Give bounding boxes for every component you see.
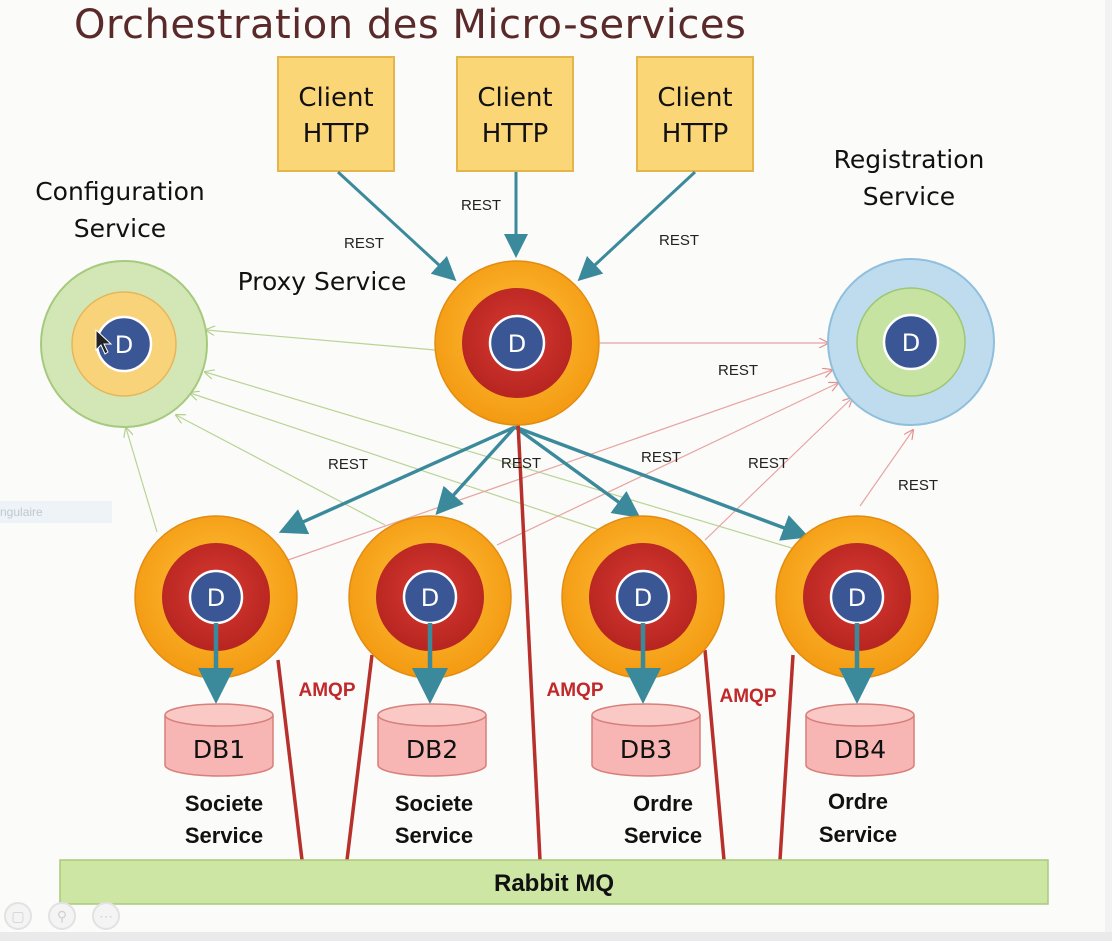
rabbit-mq-bus: Rabbit MQ	[59, 859, 1049, 905]
db-arrows	[198, 623, 875, 704]
proxy-to-services-arrows	[278, 425, 810, 541]
svg-text:D: D	[421, 584, 439, 612]
service-label-2: Societe Service	[395, 791, 473, 848]
configuration-service-node: D	[40, 260, 208, 428]
client-arrows	[336, 170, 697, 282]
svg-text:Rabbit MQ: Rabbit MQ	[494, 870, 614, 897]
svg-text:D: D	[207, 584, 225, 612]
svg-text:AMQP: AMQP	[547, 680, 604, 701]
svg-text:REST: REST	[748, 455, 788, 472]
amqp-labels: AMQP AMQP AMQP	[299, 680, 777, 707]
svg-text:D: D	[634, 584, 652, 612]
svg-text:REST: REST	[898, 477, 938, 494]
svg-text:DB4: DB4	[834, 735, 886, 764]
svg-text:REST: REST	[718, 362, 758, 379]
svg-text:REST: REST	[641, 449, 681, 466]
configuration-service-label: Configuration Service	[35, 177, 205, 243]
page-title: Orchestration des Micro-services	[74, 2, 747, 48]
background-window-fragment: ngulaire	[0, 501, 112, 523]
rest-labels: REST REST REST REST REST REST REST REST …	[328, 197, 938, 494]
more-control-icon[interactable]: ⋯	[92, 902, 120, 930]
svg-text:Ordre: Ordre	[633, 791, 693, 816]
svg-text:D: D	[508, 330, 526, 358]
client-http-3: Client HTTP	[636, 56, 754, 172]
svg-text:Service: Service	[819, 822, 897, 847]
svg-text:AMQP: AMQP	[720, 686, 777, 707]
config-links	[126, 330, 816, 556]
svg-text:HTTP: HTTP	[662, 119, 729, 149]
svg-text:D: D	[115, 331, 133, 359]
svg-text:Configuration: Configuration	[35, 177, 205, 206]
amqp-lines	[276, 422, 795, 861]
service-node-1: D	[134, 515, 298, 679]
svg-text:DB1: DB1	[193, 735, 245, 764]
svg-text:Ordre: Ordre	[828, 789, 888, 814]
zoom-control-icon[interactable]: ⚲	[48, 902, 76, 930]
service-label-4: Ordre Service	[819, 789, 897, 847]
svg-text:Client: Client	[477, 83, 552, 113]
svg-text:Societe: Societe	[185, 791, 263, 816]
service-node-4: D	[775, 515, 939, 679]
database-3: DB3	[591, 703, 701, 777]
proxy-service-node: D	[434, 260, 600, 426]
service-label-3: Ordre Service	[624, 791, 702, 848]
svg-text:Service: Service	[74, 214, 166, 243]
svg-text:AMQP: AMQP	[299, 680, 356, 701]
database-1: DB1	[164, 703, 274, 777]
svg-text:Service: Service	[624, 823, 702, 848]
proxy-service-label: Proxy Service	[238, 267, 407, 296]
client-http-1: Client HTTP	[277, 56, 395, 172]
svg-text:Registration: Registration	[834, 145, 985, 174]
svg-text:Service: Service	[863, 182, 955, 211]
svg-text:D: D	[902, 329, 920, 357]
svg-text:HTTP: HTTP	[303, 119, 370, 149]
svg-text:Client: Client	[657, 83, 732, 113]
svg-text:REST: REST	[328, 456, 368, 473]
svg-text:Service: Service	[185, 823, 263, 848]
svg-text:DB3: DB3	[620, 735, 672, 764]
client-http-2: Client HTTP	[456, 56, 574, 172]
database-2: DB2	[377, 703, 487, 777]
svg-text:HTTP: HTTP	[482, 119, 549, 149]
registry-links	[287, 343, 913, 561]
bottom-strip	[0, 932, 1112, 941]
player-control-icon[interactable]: ▢	[4, 902, 32, 930]
registration-service-node: D	[827, 258, 995, 426]
svg-text:Client: Client	[298, 83, 373, 113]
service-label-1: Societe Service	[185, 791, 263, 848]
svg-text:Societe: Societe	[395, 791, 473, 816]
service-node-3: D	[561, 515, 725, 679]
svg-text:REST: REST	[501, 455, 541, 472]
svg-text:Service: Service	[395, 823, 473, 848]
svg-text:REST: REST	[461, 197, 501, 214]
svg-text:REST: REST	[344, 235, 384, 252]
svg-text:D: D	[848, 584, 866, 612]
registration-service-label: Registration Service	[834, 145, 985, 211]
database-4: DB4	[805, 703, 915, 777]
svg-text:DB2: DB2	[406, 735, 458, 764]
window-edge	[1105, 0, 1112, 941]
service-node-2: D	[348, 515, 512, 679]
svg-text:REST: REST	[659, 232, 699, 249]
mouse-cursor-icon	[95, 328, 113, 355]
